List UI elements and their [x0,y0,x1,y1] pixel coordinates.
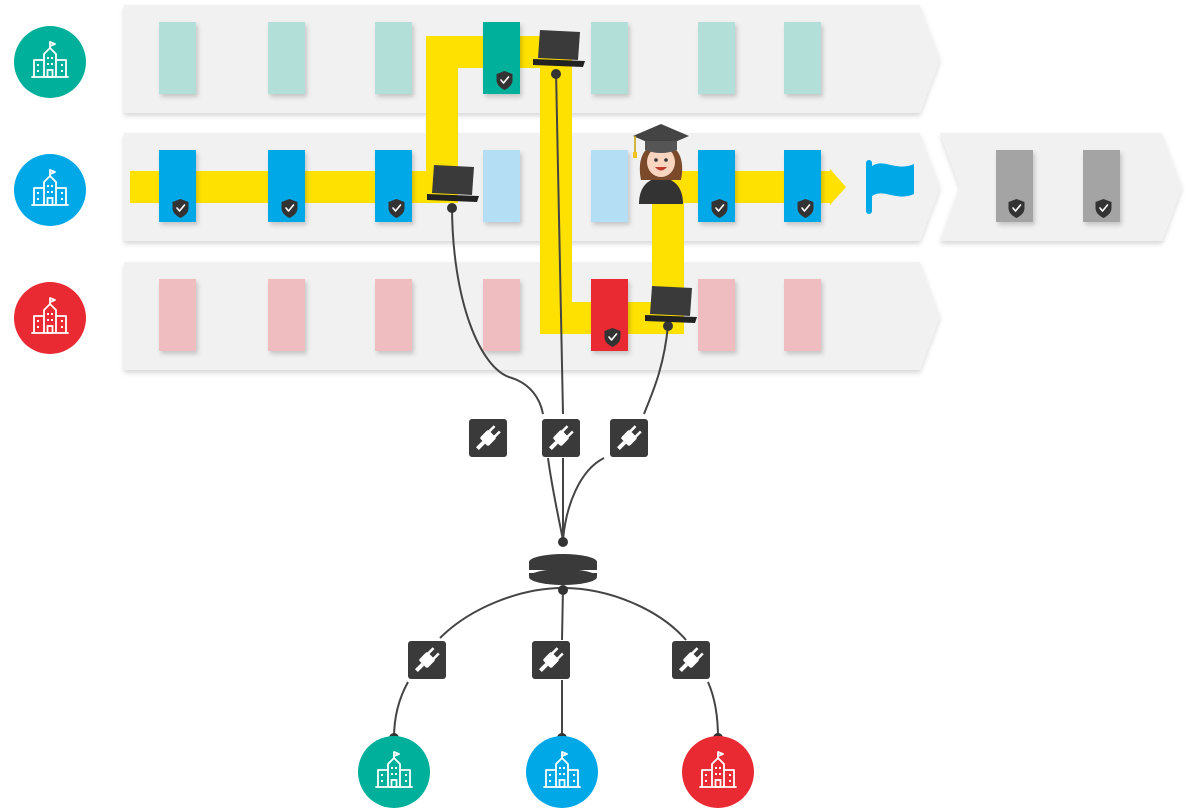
graduate-student-icon [633,124,689,204]
wire-plug-hub-3 [562,457,605,541]
path-end-arrow [830,169,846,205]
institution-icon-bottom-red [682,736,754,808]
shield-check-icon [1008,199,1025,218]
module-teal-3 [375,22,412,94]
shield-check-icon [797,199,814,218]
wire-laptop-2 [451,204,544,415]
wire-hub-plug-1 [439,587,564,639]
laptop-icon [645,286,697,323]
wire-node [447,203,457,213]
module-blue-4 [483,150,520,222]
wire-hub-plug-2 [561,587,564,641]
module-red-3 [375,279,412,351]
lane-extension [940,133,1182,241]
shield-check-icon [172,199,189,218]
shield-check-icon [604,328,621,347]
wire-node [663,321,673,331]
plug-connector-icon [610,419,648,457]
shield-check-icon [281,199,298,218]
shield-check-icon [496,71,513,90]
module-teal-1 [159,22,196,94]
institution-icon-bottom-blue [526,736,598,808]
connection-wires [389,69,723,743]
module-red-4 [483,279,520,351]
lane-red [124,262,940,370]
shield-check-icon [388,199,405,218]
institution-icon-red [14,282,86,354]
lane-blue [124,133,940,241]
icons [14,26,914,808]
shield-check-icon [711,199,728,218]
module-teal-6 [698,22,735,94]
wire-laptop-1 [555,69,564,415]
plug-connector-icon [408,641,446,679]
module-teal-2 [268,22,305,94]
institution-icon-teal [14,26,86,98]
module-red-6 [698,279,735,351]
wire-node [551,69,561,79]
module-red-1 [159,279,196,351]
wire-laptop-3 [643,324,669,415]
module-blue-5 [591,150,628,222]
wire-node [558,585,568,595]
shield-check-icon [1095,199,1112,218]
plug-connector-icon [532,641,570,679]
wire-plug-hub-1 [547,457,564,541]
laptop-icon [533,30,585,67]
flag-icon [866,160,914,214]
course-modules [159,22,1120,351]
wire-node [558,537,568,547]
wire-plug-inst-1 [393,681,409,739]
wire-hub-plug-3 [562,587,687,641]
wire-plug-inst-3 [707,681,719,739]
module-teal-5 [591,22,628,94]
plug-connector-icon [469,419,507,457]
plug-connector-icon [672,641,710,679]
institution-icon-bottom-teal [358,736,430,808]
institution-icon-blue [14,154,86,226]
laptop-icon [427,165,479,202]
module-red-2 [268,279,305,351]
module-teal-7 [784,22,821,94]
plug-connector-icon [542,419,580,457]
module-red-7 [784,279,821,351]
database-hub-icon [529,554,597,585]
